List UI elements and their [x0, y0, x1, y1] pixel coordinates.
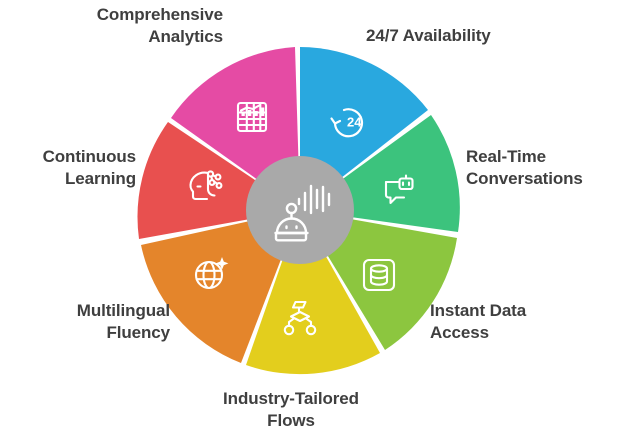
segment-multilingual-wedge[interactable]	[141, 210, 300, 363]
bar-chart-grid-icon	[236, 101, 268, 133]
hub[interactable]	[246, 156, 354, 264]
svg-text:24: 24	[347, 115, 362, 130]
robot-voice-icon	[274, 184, 331, 242]
database-icon	[362, 258, 396, 292]
ai-brain-head-icon	[189, 170, 223, 201]
label-continuous-learning: Continuous Learning	[42, 147, 137, 188]
label-availability: 24/7 Availability	[366, 26, 491, 45]
hub-circle[interactable]	[246, 156, 354, 264]
label-multilingual-fluency: Multilingual Fluency	[76, 301, 170, 342]
segment-industry-wedge[interactable]	[246, 210, 380, 375]
label-real-time-conversations: Real-Time Conversations	[466, 147, 583, 188]
clock-24-7-icon: 24	[330, 108, 364, 138]
globe-sparkle-icon	[194, 257, 229, 290]
flowchart-icon	[283, 300, 317, 336]
chat-bot-icon	[384, 174, 414, 205]
label-industry-tailored-flows: Industry-Tailored Flows	[223, 389, 359, 430]
segment-multilingual[interactable]	[141, 210, 300, 363]
label-comprehensive-analytics: Comprehensive Analytics	[96, 5, 223, 46]
label-instant-data-access: Instant Data Access	[430, 301, 527, 342]
segment-industry[interactable]	[246, 210, 380, 375]
